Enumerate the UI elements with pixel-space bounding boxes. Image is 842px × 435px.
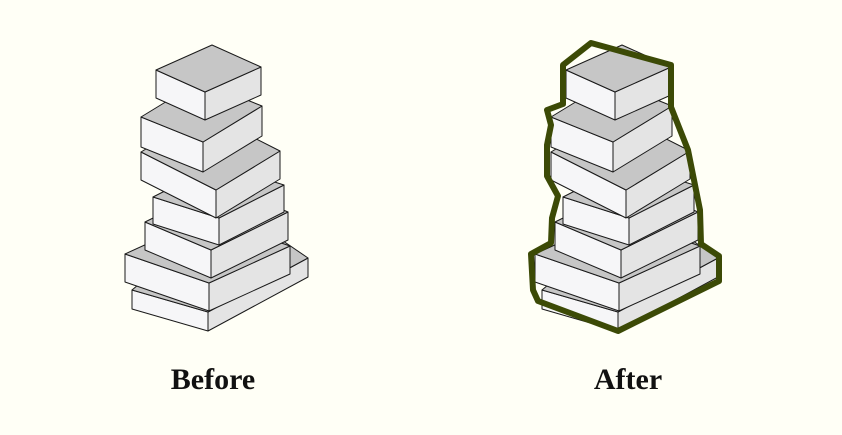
before-box-stack [124,44,309,332]
before-caption: Before [170,363,256,396]
after-box-stack [528,40,722,334]
before-box-7-top [155,44,262,121]
after-silhouette-outline [528,40,722,334]
box-top-face [155,44,262,93]
after-caption: After [593,363,663,396]
